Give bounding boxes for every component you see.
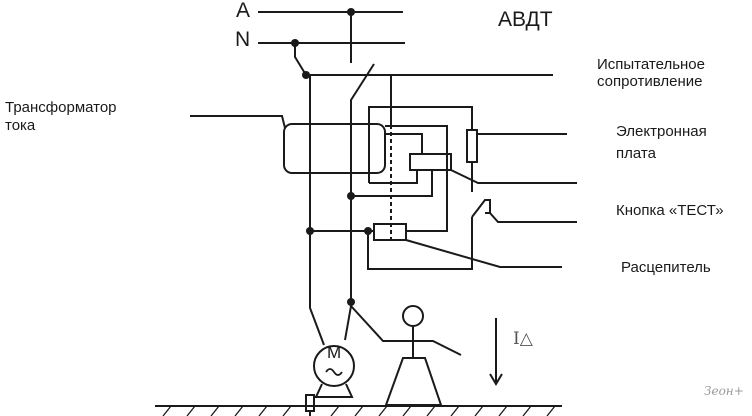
motor-label: M [327,343,342,362]
electronic-board-label-1: Электронная [616,123,707,140]
test-button [471,199,577,223]
current-transformer-label-2: тока [5,117,36,134]
ground-resistance [305,394,315,412]
leak-current-label: I△ [513,329,533,349]
phase-n-label: N [235,28,251,51]
release-coil [310,217,562,270]
leak-current-arrow [489,318,503,386]
watermark: Зеон+ [704,384,744,398]
junctions [291,8,372,306]
test-circuit [368,106,567,192]
person [350,305,462,406]
test-resistor [466,129,478,163]
release-label: Расцепитель [621,259,711,276]
ground [155,405,562,416]
current-transformer [190,115,386,174]
motor [305,345,355,416]
electronic-board [351,125,577,232]
diagram-title: АВДТ [498,8,553,31]
test-resistor-label-2: сопротивление [597,73,703,90]
supply-lines [258,11,553,76]
electronic-board-label-2: плата [616,145,656,162]
current-transformer-label-1: Трансформатор [5,99,117,116]
test-button-label: Кнопка «ТЕСТ» [616,202,724,219]
test-resistor-label-1: Испытательное [597,56,705,73]
phase-a-label: A [236,0,251,22]
